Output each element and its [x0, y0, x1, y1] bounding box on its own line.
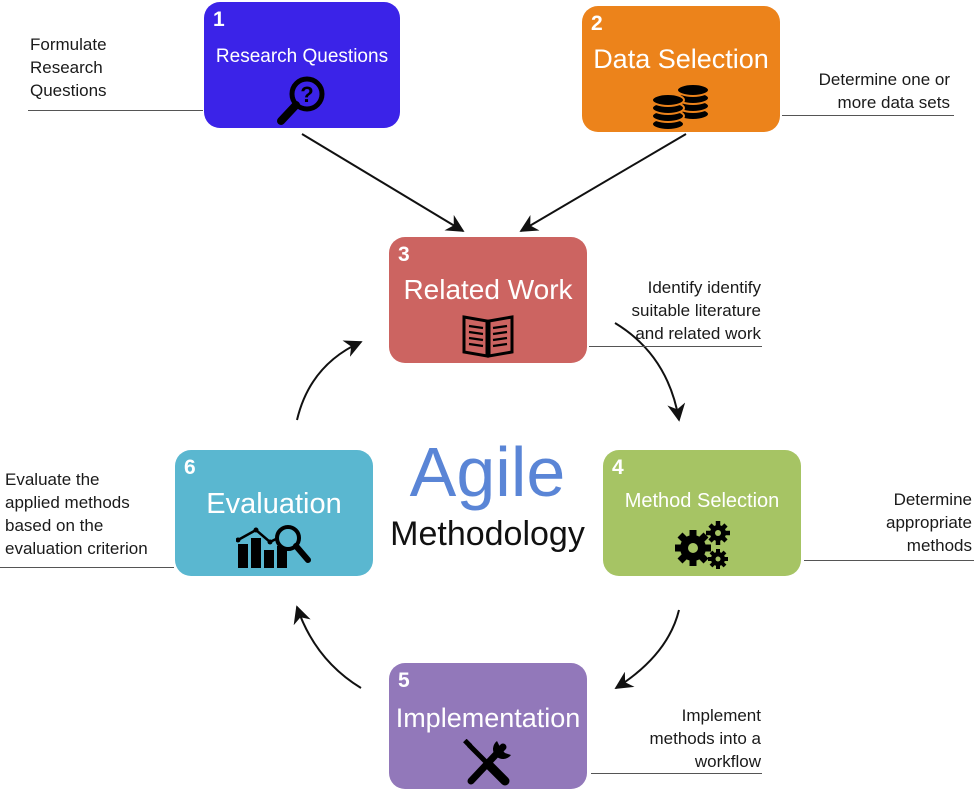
svg-text:?: ? [300, 82, 313, 107]
note-line: Formulate [30, 35, 107, 54]
step-research-questions: 1 Research Questions ? [204, 2, 400, 128]
coin-stacks-icon [648, 80, 714, 132]
note-line: evaluation criterion [5, 539, 148, 558]
step-number: 4 [612, 456, 624, 479]
diagram-subtitle: Methodology [390, 515, 585, 553]
note-evaluation: Evaluate the applied methods based on th… [5, 468, 148, 560]
note-line: and related work [635, 324, 761, 343]
wrench-screwdriver-icon [461, 739, 515, 787]
step-number: 5 [398, 669, 410, 692]
note-implementation: Implement methods into a workflow [649, 704, 761, 773]
note-underline [0, 567, 174, 568]
note-related-work: Identify identify suitable literature an… [632, 276, 761, 345]
note-line: Identify identify [647, 278, 761, 297]
step-title: Evaluation [206, 488, 342, 520]
step-title: Implementation [395, 703, 581, 733]
arrow-4-to-5 [614, 609, 680, 689]
step-number: 1 [213, 8, 225, 31]
note-method-selection: Determine appropriate methods [886, 488, 972, 557]
note-line: more data sets [837, 93, 950, 112]
arrow-2-to-3 [519, 133, 687, 232]
step-title: Related Work [403, 274, 573, 305]
note-line: based on the [5, 516, 104, 535]
arrow-6-to-3 [296, 340, 363, 421]
note-line: applied methods [5, 493, 130, 512]
note-line: suitable literature [631, 301, 761, 320]
note-underline [804, 560, 974, 561]
step-title: Method Selection [624, 490, 780, 512]
diagram-title: Agile [409, 433, 566, 511]
step-method-selection: 4 Method Selection [603, 450, 801, 576]
step-evaluation: 6 Evaluation [175, 450, 373, 576]
note-line: methods into a [649, 729, 761, 748]
note-line: Evaluate the [5, 470, 100, 489]
note-data-selection: Determine one or more data sets [819, 68, 950, 114]
note-underline [589, 346, 762, 347]
gears-icon [671, 518, 733, 572]
magnifier-question-icon: ? [274, 74, 330, 128]
open-book-icon [460, 311, 516, 359]
step-number: 6 [184, 456, 196, 479]
step-title: Research Questions [215, 46, 389, 67]
note-underline [591, 773, 762, 774]
note-line: Implement [681, 706, 761, 725]
note-line: workflow [694, 752, 761, 771]
step-number: 3 [398, 243, 410, 266]
step-number: 2 [591, 12, 603, 35]
chart-magnifier-icon [236, 524, 312, 570]
arrow-3-to-4 [614, 322, 686, 422]
note-line: Determine one or [818, 70, 950, 89]
note-research-questions: Formulate Research Questions [30, 33, 107, 102]
note-underline [782, 115, 954, 116]
note-line: Questions [30, 81, 107, 100]
arrow-1-to-3 [301, 133, 465, 232]
note-line: Research [30, 58, 103, 77]
arrow-5-to-6 [293, 605, 362, 689]
note-underline [28, 110, 203, 111]
step-implementation: 5 Implementation [389, 663, 587, 789]
step-data-selection: 2 Data Selection [582, 6, 780, 132]
note-line: methods [906, 536, 972, 555]
step-related-work: 3 Related Work [389, 237, 587, 363]
note-line: appropriate [885, 513, 972, 532]
note-line: Determine [893, 490, 972, 509]
step-title: Data Selection [593, 44, 769, 74]
